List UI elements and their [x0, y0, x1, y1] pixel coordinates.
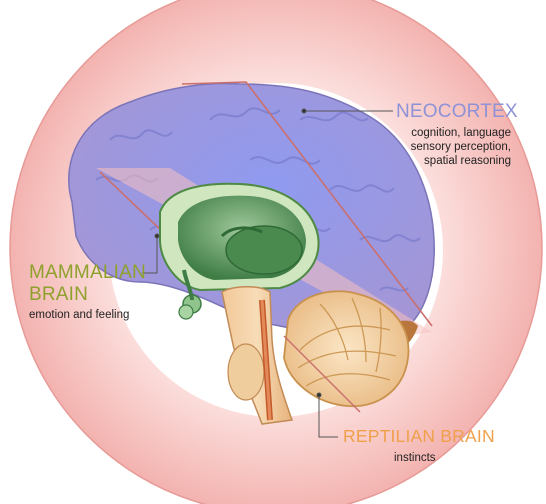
reptilian-brain-description: instincts	[394, 452, 436, 464]
neocortex-description: cognition, language sensory perception, …	[379, 126, 511, 168]
reptilian-leader-line	[318, 395, 338, 438]
leader-lines	[142, 108, 393, 438]
mammalian-brain-label: MAMMALIAN BRAIN	[29, 262, 146, 306]
neocortex-desc-line: sensory perception,	[410, 141, 511, 153]
neocortex-desc-line: cognition, language	[411, 127, 511, 139]
mammalian-brain-description: emotion and feeling	[29, 309, 130, 321]
cerebellum-shape	[283, 290, 410, 413]
reptilian-brain-label: REPTILIAN BRAIN	[343, 426, 495, 446]
limbic-system-shape	[159, 182, 320, 320]
mammalian-leader-line	[142, 236, 158, 274]
mammalian-title-line: BRAIN	[29, 284, 89, 305]
neocortex-desc-line: spatial reasoning	[424, 155, 511, 167]
brainstem-shape	[221, 286, 294, 425]
mammalian-title-line: MAMMALIAN	[29, 262, 146, 283]
neocortex-label: NEOCORTEX	[396, 101, 518, 122]
